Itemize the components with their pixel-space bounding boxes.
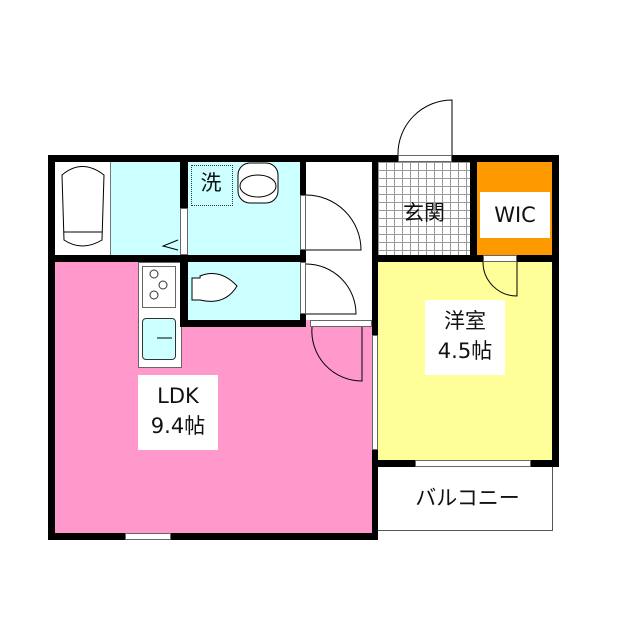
corridor (306, 162, 372, 320)
wall (372, 255, 559, 262)
entrance-name: 玄関 (403, 201, 445, 225)
balcony (378, 467, 553, 531)
entrance-label: 玄関 (393, 198, 455, 228)
ldk-size: 9.4帖 (150, 414, 206, 438)
washroom-door-opening (300, 195, 306, 250)
washbasin-icon (237, 162, 279, 204)
bath-door (180, 208, 188, 255)
wic-name: WIC (494, 203, 536, 227)
stove (142, 266, 176, 308)
washer-label: 洗 (200, 171, 222, 195)
wall (48, 255, 306, 262)
entrance-door-opening (398, 155, 452, 162)
wall-left (48, 155, 55, 540)
wic-door-opening (483, 255, 517, 262)
balcony-label: バルコニー (400, 483, 535, 513)
wall (180, 320, 306, 327)
wall (470, 155, 477, 262)
ldk-door-swing (311, 326, 363, 382)
bathtub-icon (61, 166, 105, 247)
ldk-door-opening (310, 320, 372, 327)
washer-space (191, 165, 233, 206)
sliding-door (372, 335, 378, 450)
balcony-name: バルコニー (415, 486, 520, 510)
toilet-icon (191, 273, 238, 302)
wic-label: WIC (480, 192, 550, 238)
toilet-door-opening (300, 262, 306, 314)
sink (142, 318, 176, 360)
western-room-label: 洋室 4.5帖 (425, 300, 505, 375)
bath-step-icon (161, 239, 179, 251)
ldk-label: LDK 9.4帖 (138, 375, 218, 450)
stove-burners-icon (149, 269, 168, 300)
balcony-window (415, 460, 531, 467)
ldk-name: LDK (157, 384, 199, 408)
entrance-floor (378, 162, 470, 255)
wall-bottom (48, 533, 378, 540)
western-room-size: 4.5帖 (437, 339, 493, 363)
toilet-door-swing (305, 263, 357, 315)
western-room-name: 洋室 (444, 309, 486, 333)
wall-right (552, 155, 559, 467)
entrance-door-swing (397, 99, 453, 156)
ldk-window (125, 533, 171, 540)
wic-door-swing (482, 261, 518, 297)
washroom-door-swing (305, 194, 362, 251)
